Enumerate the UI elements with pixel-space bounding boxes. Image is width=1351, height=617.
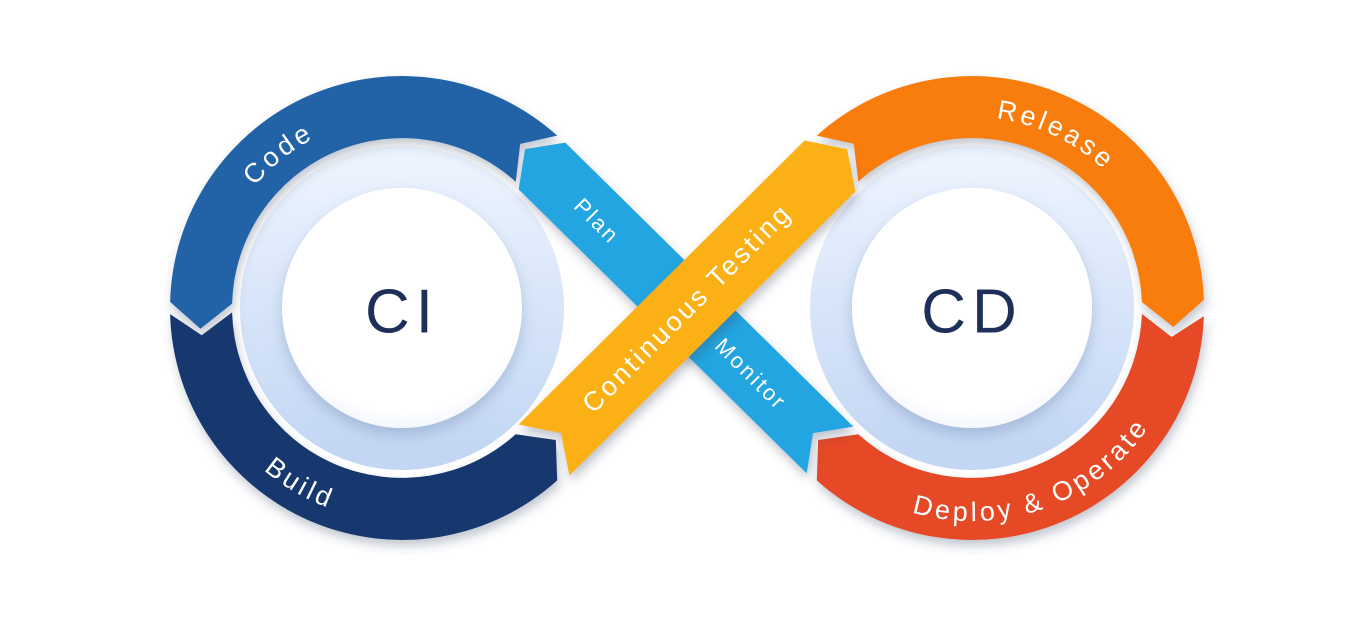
ci-title: CI [365, 278, 439, 347]
left-hub-circle [282, 188, 522, 428]
release-arc [816, 76, 1204, 327]
right-inner-ring [810, 146, 1134, 470]
build-arc [170, 312, 558, 540]
loop-arcs [170, 76, 1204, 540]
left-loop-inner [240, 146, 564, 470]
deploy-operate-arc [816, 313, 1204, 540]
code-arc [170, 76, 558, 329]
right-loop-inner [810, 146, 1134, 470]
continuous-testing-ribbon [518, 140, 856, 476]
left-inner-ring [240, 146, 564, 470]
right-hub-circle [852, 188, 1092, 428]
cd-title: CD [921, 278, 1023, 347]
